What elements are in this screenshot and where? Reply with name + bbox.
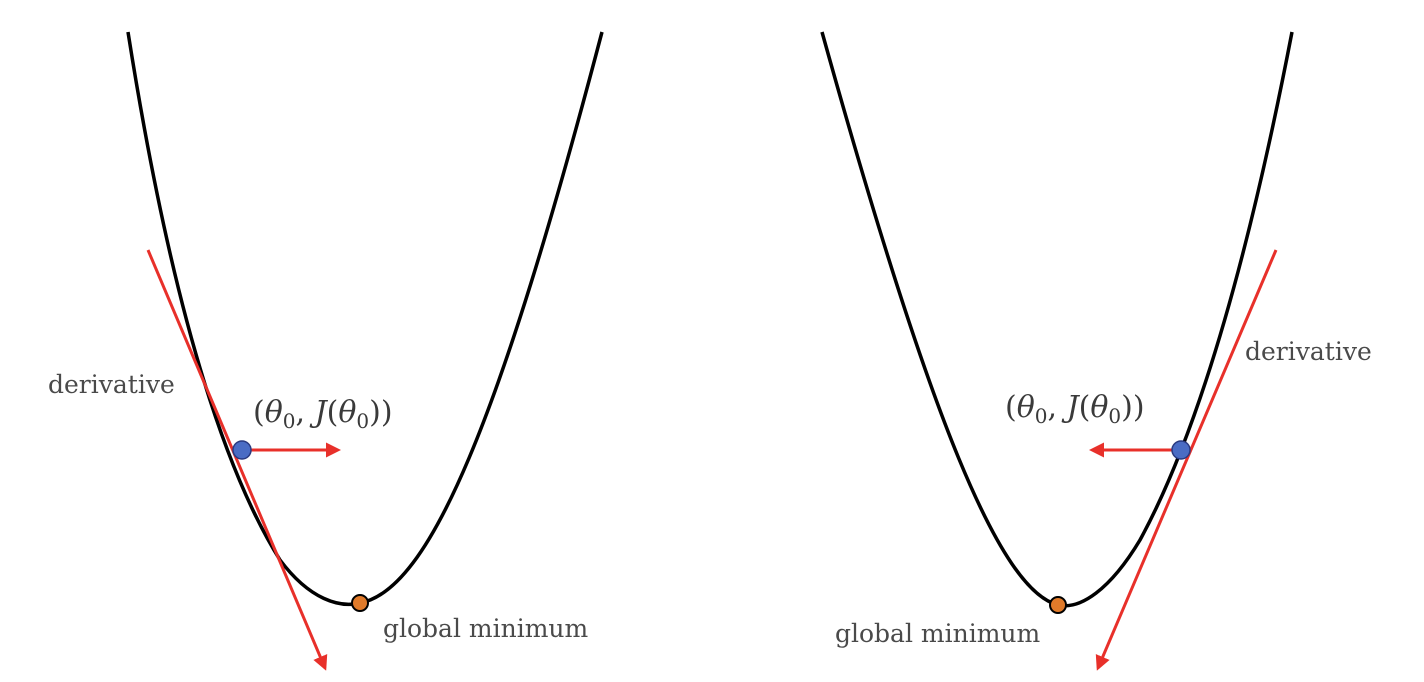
right-cost-curve [820,31,1294,608]
left-derivative-label: derivative [48,370,175,399]
left-minimum-label: global minimum [383,614,589,643]
right-derivative-label: derivative [1245,337,1372,366]
left-panel: derivative (θ0, J(θ0)) global minimum [48,31,604,671]
right-point-label: (θ0, J(θ0)) [1005,390,1145,428]
left-derivative-line [146,249,328,671]
right-derivative-line [1095,249,1278,671]
left-point-label: (θ0, J(θ0)) [253,395,393,433]
left-cost-curve [126,31,604,607]
left-minimum-point [351,594,369,612]
right-minimum-point [1049,596,1067,614]
right-minimum-label: global minimum [835,619,1041,648]
right-current-point [1171,440,1191,460]
left-current-point [232,440,252,460]
right-panel: derivative (θ0, J(θ0)) global minimum [820,31,1372,671]
